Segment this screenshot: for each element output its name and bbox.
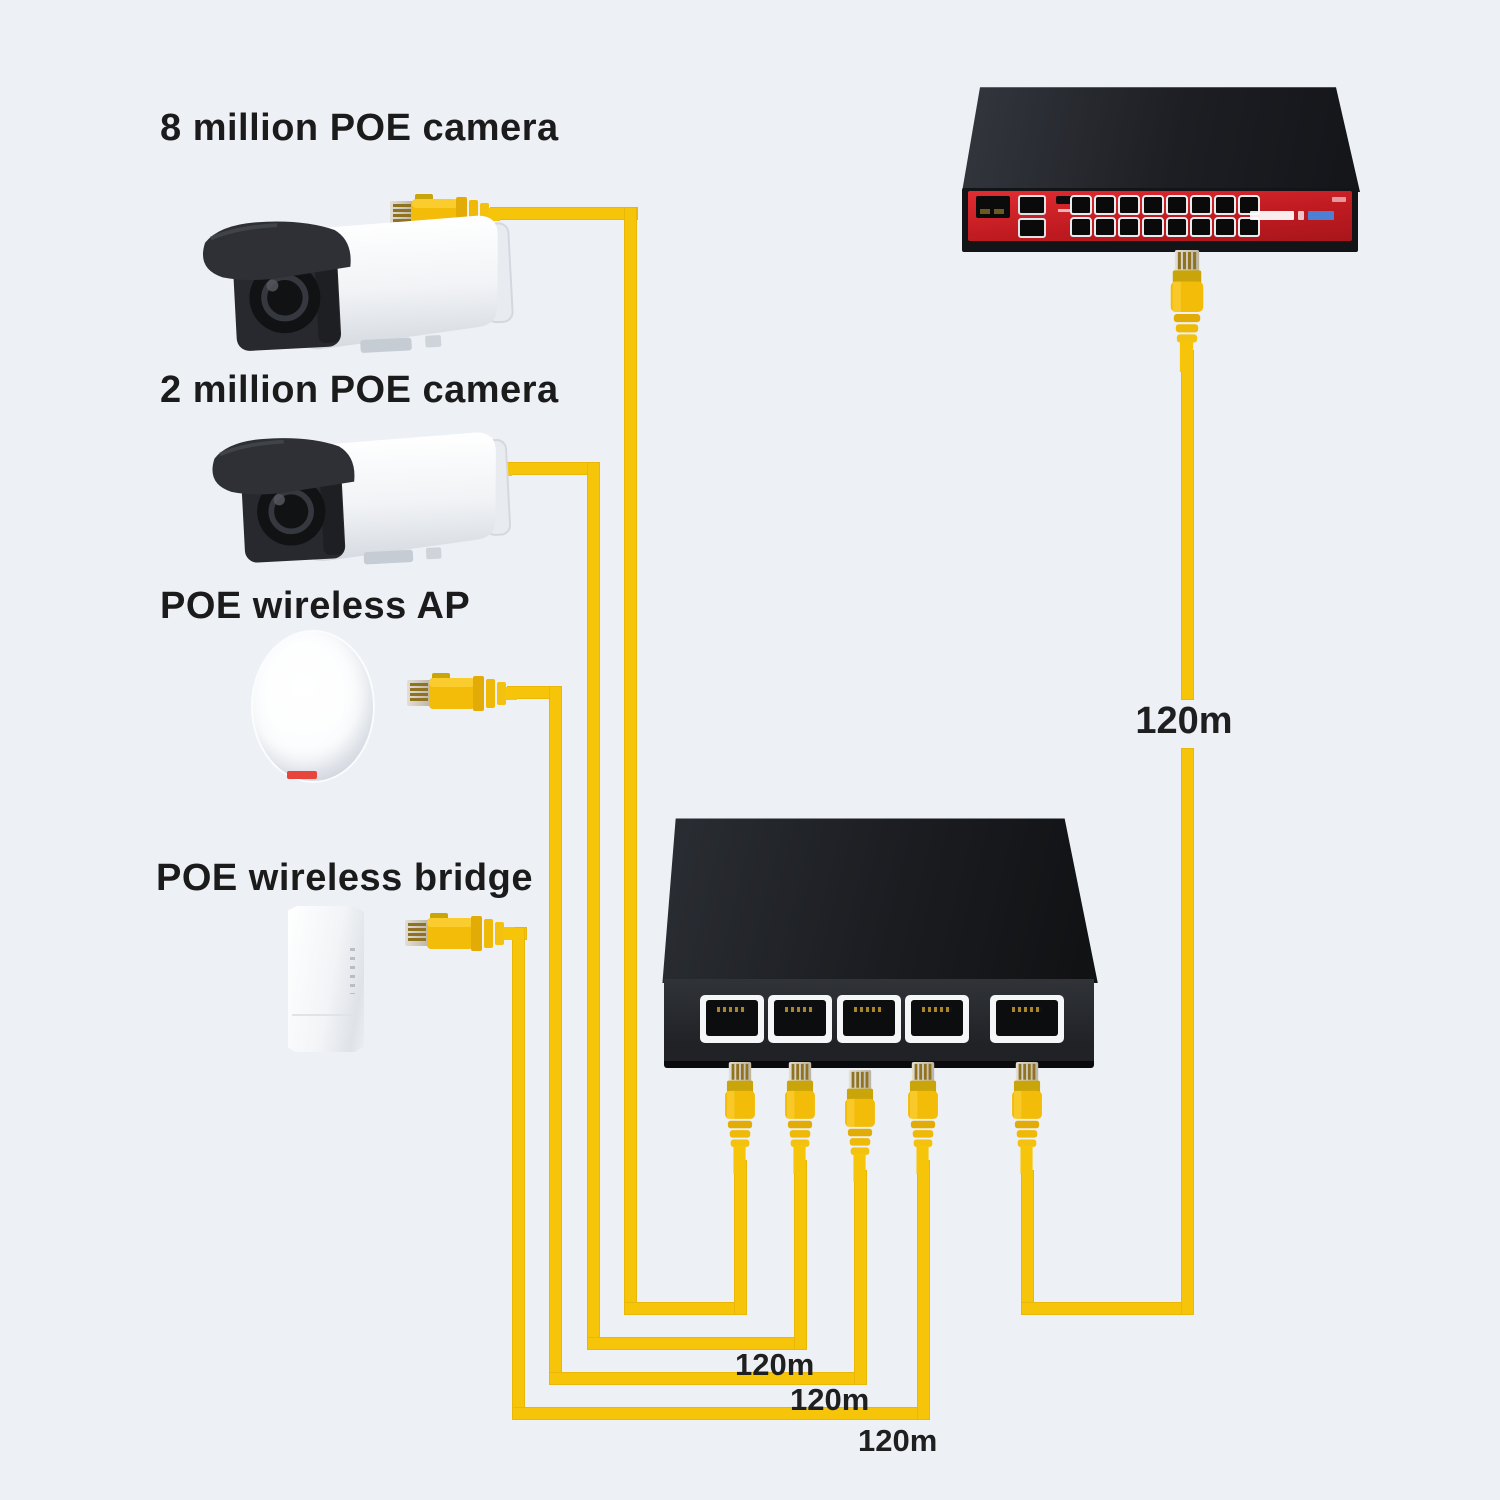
wireless-bridge-image — [288, 906, 364, 1052]
cable-bridge-vertical — [512, 927, 525, 1420]
cable-camera2m-horizontal — [502, 462, 600, 475]
rj45-plug-port2 — [785, 1062, 815, 1174]
rj45-plug-port5 — [1012, 1062, 1042, 1174]
console-port — [1056, 196, 1072, 204]
camera-8m-image — [186, 191, 530, 388]
uplink-port-1 — [1018, 195, 1046, 215]
rj45-port — [1214, 217, 1236, 237]
cable-uplink-vertical-lower — [1181, 748, 1194, 1315]
rj45-port-opening — [774, 1000, 826, 1036]
switch5-top-face — [662, 818, 1098, 983]
rj45-port — [1190, 195, 1212, 215]
rj45-port — [837, 995, 901, 1043]
rj45-port-pins — [922, 1007, 952, 1012]
rj45-port — [700, 995, 764, 1043]
rj45-port-opening — [843, 1000, 895, 1036]
rj45-port — [1142, 195, 1164, 215]
rj45-port — [1070, 217, 1092, 237]
rj45-plug-ap — [407, 673, 517, 711]
rj45-plug-port4 — [908, 1062, 938, 1174]
rj45-port-pins — [785, 1007, 815, 1012]
distance-label-bridge: 120m — [858, 1423, 938, 1458]
rj45-port — [768, 995, 832, 1043]
rj45-port — [1238, 217, 1260, 237]
rj45-port-pins — [1012, 1007, 1042, 1012]
cable-camera8m-vertical — [624, 207, 637, 1315]
rj45-port — [1214, 195, 1236, 215]
rj45-port-pins — [854, 1007, 884, 1012]
label-camera-8m: 8 million POE camera — [160, 107, 559, 149]
rj45-port — [1070, 195, 1092, 215]
cable-port1-drop — [734, 1160, 747, 1315]
cable-bridge-bottom — [512, 1407, 930, 1420]
rj45-port-pins — [717, 1007, 747, 1012]
rj45-port — [1142, 217, 1164, 237]
bridge-seam-line — [292, 1014, 358, 1016]
rj45-port — [1166, 217, 1188, 237]
rj45-port — [905, 995, 969, 1043]
rj45-port — [1118, 195, 1140, 215]
switch16-model-mark — [1332, 197, 1346, 202]
distance-label-ap: 120m — [790, 1382, 870, 1417]
rj45-port-opening — [996, 1000, 1058, 1036]
rj45-port-opening — [706, 1000, 758, 1036]
switch16-top-face — [962, 87, 1360, 192]
switch16-red-panel — [968, 191, 1352, 241]
bridge-side-markings — [350, 948, 355, 994]
cable-ap-bottom — [549, 1372, 867, 1385]
switch16-brand-marking — [1250, 211, 1334, 220]
rj45-port — [1094, 217, 1116, 237]
ap-brand-strip — [287, 771, 317, 779]
distance-label-camera2m: 120m — [735, 1347, 815, 1382]
switch5-front-face — [664, 979, 1094, 1068]
rj45-port — [1118, 217, 1140, 237]
camera-2m-image — [196, 410, 527, 599]
rj45-port — [1190, 217, 1212, 237]
cable-port3-drop — [854, 1170, 867, 1385]
cable-port2-drop — [794, 1160, 807, 1350]
rj45-port — [990, 995, 1064, 1043]
wireless-ap-image — [251, 630, 375, 783]
sfp-port — [976, 196, 1010, 218]
cable-uplink-bottom — [1021, 1302, 1194, 1315]
rj45-plug-bridge — [405, 913, 515, 951]
label-camera-2m: 2 million POE camera — [160, 369, 559, 411]
cable-port5-drop — [1021, 1170, 1034, 1315]
cable-ap-vertical — [549, 686, 562, 1385]
uplink-port-2 — [1018, 218, 1046, 238]
switch16-front-face — [962, 188, 1358, 252]
cable-camera2m-bottom — [587, 1337, 807, 1350]
rj45-port — [1166, 195, 1188, 215]
rj45-port-opening — [911, 1000, 963, 1036]
cable-uplink-vertical-upper — [1181, 350, 1194, 700]
rj45-plug-port3 — [845, 1070, 875, 1182]
console-port-label-mark — [1058, 209, 1070, 212]
cable-camera2m-vertical — [587, 462, 600, 1350]
cable-port4-drop — [917, 1160, 930, 1420]
poe-switch-16port — [960, 84, 1360, 256]
distance-label-uplink: 120m — [1135, 700, 1233, 742]
label-wireless-ap: POE wireless AP — [160, 585, 471, 627]
cable-camera8m-bottom — [624, 1302, 747, 1315]
rj45-port — [1238, 195, 1260, 215]
switch-5port — [658, 816, 1100, 1068]
label-wireless-bridge: POE wireless bridge — [156, 857, 533, 899]
rj45-plug-port1 — [725, 1062, 755, 1174]
rj45-port — [1094, 195, 1116, 215]
rj45-plug-uplink-switch16 — [1170, 250, 1204, 372]
switch5-port-row — [664, 979, 1094, 1061]
cable-camera8m-horizontal — [490, 207, 638, 220]
poe16-port-grid — [1070, 195, 1260, 237]
cable-ap-horizontal — [507, 686, 562, 699]
